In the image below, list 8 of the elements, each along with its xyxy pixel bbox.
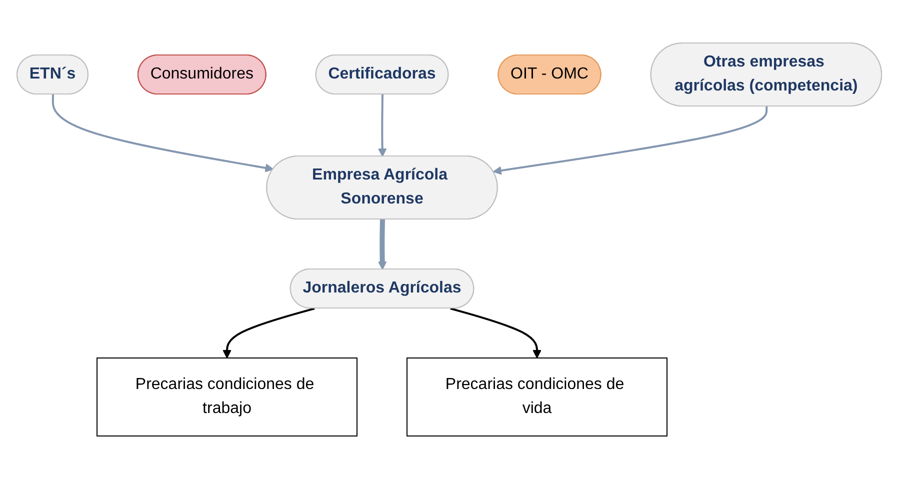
arrow (492, 106, 768, 175)
arrow (52, 94, 274, 172)
arrow (378, 219, 386, 270)
node-box: Precarias condiciones de vida (406, 358, 668, 436)
node-box: Precarias condiciones de trabajo (96, 358, 358, 436)
arrow (378, 94, 386, 157)
arrow (222, 308, 315, 358)
arrow (450, 308, 542, 358)
